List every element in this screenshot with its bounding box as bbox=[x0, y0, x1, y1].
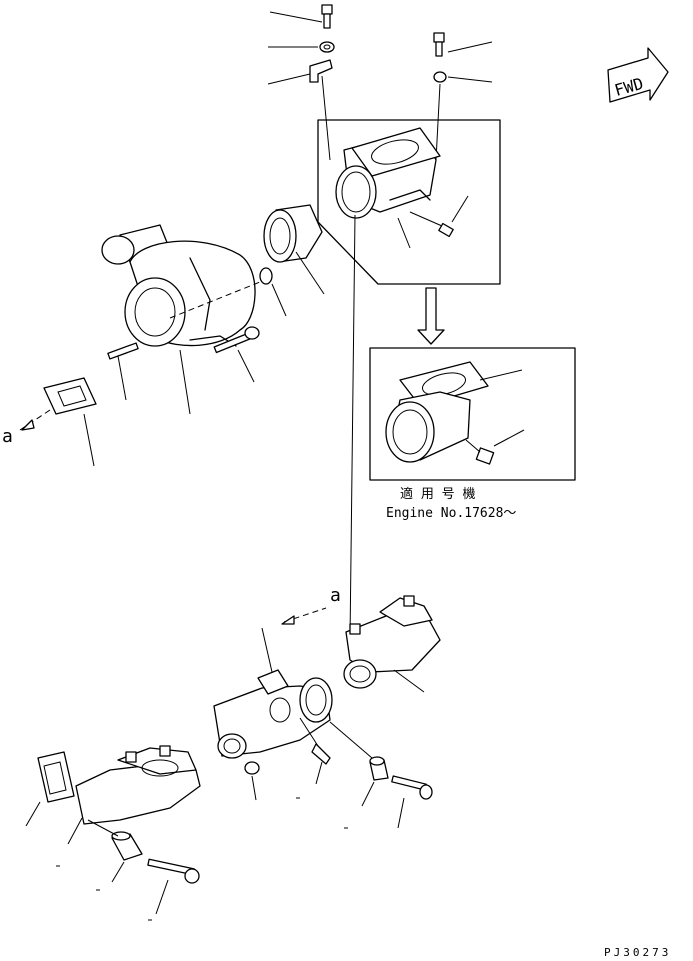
view-marker-left: a bbox=[2, 426, 13, 447]
applicability-japanese-label: 適 用 号 機 bbox=[400, 486, 475, 502]
new-elbow-part bbox=[385, 361, 523, 463]
applicability-engine-label: Engine No.17628～ bbox=[386, 506, 516, 521]
ref-arrow-lower-icon: a bbox=[281, 585, 341, 625]
elbow-upper-part bbox=[335, 127, 441, 249]
top-nut-part bbox=[268, 41, 335, 53]
right-nut-part bbox=[433, 71, 493, 161]
front-gasket-part bbox=[25, 751, 75, 827]
elbow-detail-box bbox=[317, 119, 501, 285]
top-bracket-part bbox=[267, 59, 333, 161]
new-elbow-bolt-part bbox=[465, 429, 525, 465]
manifold-bolt-part bbox=[391, 775, 433, 829]
right-bolt-part bbox=[433, 32, 493, 57]
leader-vertical bbox=[349, 214, 356, 641]
ref-arrow-left-icon: a bbox=[2, 409, 51, 447]
spacer-part bbox=[329, 721, 389, 807]
elbow-bolt-part bbox=[409, 195, 469, 238]
index-marks bbox=[56, 797, 348, 921]
middle-manifold-part bbox=[213, 627, 333, 759]
turbo-centerline bbox=[169, 279, 266, 319]
view-marker-lower: a bbox=[330, 585, 341, 606]
front-bolt-part bbox=[147, 858, 200, 915]
turbo-stud-part bbox=[107, 342, 139, 401]
pipe-sleeve-part bbox=[263, 204, 325, 295]
drawing-code: PJ30273 bbox=[604, 946, 671, 959]
top-bolt-part bbox=[269, 4, 333, 29]
turbo-bolt-part bbox=[213, 326, 260, 383]
fwd-arrow-icon: FWD bbox=[607, 47, 669, 103]
middle-nut-part bbox=[244, 761, 260, 801]
rear-manifold-part bbox=[343, 595, 441, 693]
new-elbow-detail-box bbox=[369, 347, 576, 481]
turbocharger-part bbox=[101, 224, 256, 415]
front-manifold-part bbox=[67, 745, 201, 845]
down-arrow-icon bbox=[417, 287, 445, 345]
front-spacer-part bbox=[87, 819, 143, 883]
middle-stud-part bbox=[299, 717, 331, 785]
turbo-gasket-part bbox=[43, 377, 97, 467]
seal-ring-part bbox=[259, 267, 287, 317]
